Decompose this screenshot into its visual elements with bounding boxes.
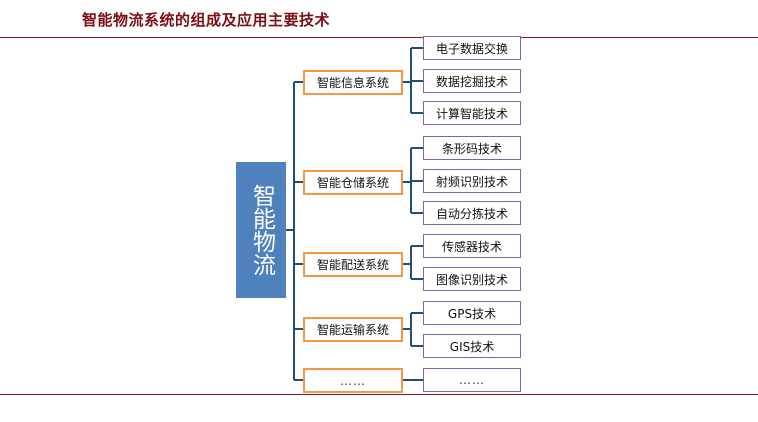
tech-node: 电子数据交换 xyxy=(423,36,521,60)
system-node-more: …… xyxy=(303,368,403,393)
tech-node: 自动分拣技术 xyxy=(423,201,521,225)
tech-node: 计算智能技术 xyxy=(423,101,521,125)
tech-node: 射频识别技术 xyxy=(423,169,521,193)
root-label: 智能物流 xyxy=(248,184,275,276)
system-node-transport: 智能运输系统 xyxy=(303,317,403,342)
top-divider xyxy=(0,37,758,38)
system-node-info: 智能信息系统 xyxy=(303,70,403,95)
tech-node-more: …… xyxy=(423,368,521,392)
tech-node: 传感器技术 xyxy=(423,234,521,258)
tech-node: 数据挖掘技术 xyxy=(423,69,521,93)
system-node-delivery: 智能配送系统 xyxy=(303,252,403,277)
bottom-divider xyxy=(0,394,758,395)
page-title: 智能物流系统的组成及应用主要技术 xyxy=(82,11,331,29)
tech-node: GPS技术 xyxy=(423,301,521,325)
tech-node: 条形码技术 xyxy=(423,136,521,160)
tech-node: 图像识别技术 xyxy=(423,267,521,291)
root-node: 智能物流 xyxy=(236,162,286,298)
system-node-storage: 智能仓储系统 xyxy=(303,170,403,195)
tech-node: GIS技术 xyxy=(423,334,521,358)
